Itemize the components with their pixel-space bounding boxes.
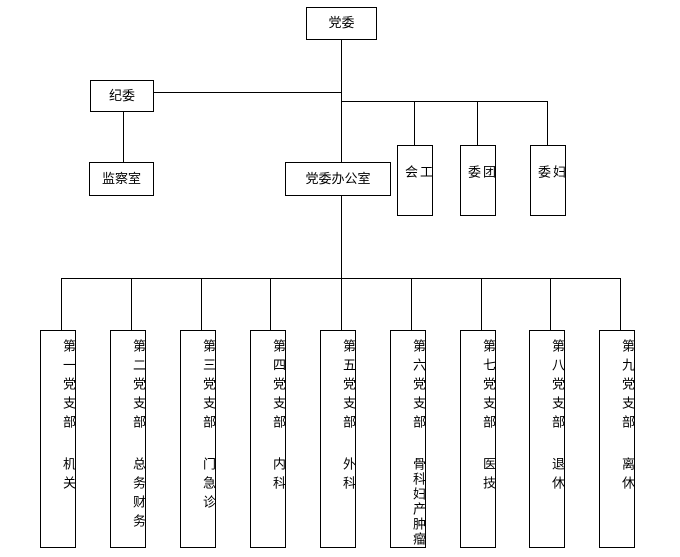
branch-box: 第八党支部 退休 <box>529 330 565 548</box>
branch-name: 第二党支部 <box>130 339 145 434</box>
branch-box: 第六党支部 骨科妇产肿瘤 <box>390 330 426 548</box>
supervision-office-label: 监察室 <box>101 171 141 187</box>
women-committee-label: 妇委 <box>535 164 565 200</box>
branch-dept: 医技 <box>480 457 495 495</box>
branch-dept: 离休 <box>619 457 634 495</box>
branch-name: 第八党支部 <box>549 339 564 434</box>
branch-dept: 门急诊 <box>200 457 215 514</box>
union-label: 工会 <box>402 164 432 200</box>
branch-dept: 骨科妇产肿瘤 <box>410 457 425 547</box>
youth-league-box: 团委 <box>460 145 496 216</box>
branch-name: 第六党支部 <box>410 339 425 434</box>
party-office-box: 党委办公室 <box>285 162 391 196</box>
union-box: 工会 <box>397 145 433 216</box>
branch-box: 第三党支部 门急诊 <box>180 330 216 548</box>
branch-box: 第四党支部 内科 <box>250 330 286 548</box>
branch-box: 第九党支部 离休 <box>599 330 635 548</box>
youth-league-label: 团委 <box>465 164 495 200</box>
branch-dept: 机关 <box>60 457 75 495</box>
branch-box: 第一党支部 机关 <box>40 330 76 548</box>
party-committee-label: 党委 <box>328 16 355 31</box>
branch-dept: 退休 <box>549 457 564 495</box>
party-committee-box: 党委 <box>306 7 377 40</box>
branch-name: 第一党支部 <box>60 339 75 434</box>
branch-dept: 总务财务 <box>130 457 145 533</box>
branch-name: 第九党支部 <box>619 339 634 434</box>
branch-dept: 内科 <box>270 457 285 495</box>
branch-box: 第五党支部 外科 <box>320 330 356 548</box>
party-office-label: 党委办公室 <box>305 171 371 187</box>
branch-name: 第七党支部 <box>480 339 495 434</box>
women-committee-box: 妇委 <box>530 145 566 216</box>
supervision-office-box: 监察室 <box>89 162 154 196</box>
branch-name: 第三党支部 <box>200 339 215 434</box>
branch-name: 第四党支部 <box>270 339 285 434</box>
branch-name: 第五党支部 <box>340 339 355 434</box>
branch-dept: 外科 <box>340 457 355 495</box>
branch-box: 第二党支部 总务财务 <box>110 330 146 548</box>
branch-box: 第七党支部 医技 <box>460 330 496 548</box>
discipline-committee-label: 纪委 <box>108 88 135 104</box>
discipline-committee-box: 纪委 <box>90 80 154 112</box>
